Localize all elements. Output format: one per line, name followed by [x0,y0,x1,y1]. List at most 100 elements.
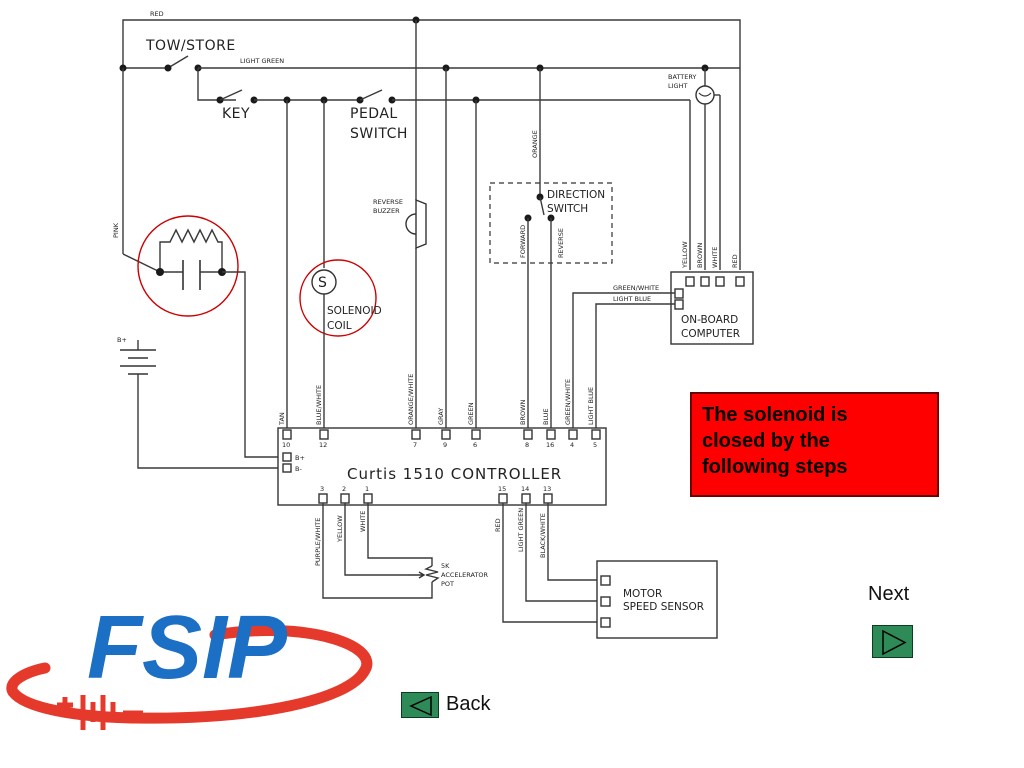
controller-pin [568,429,578,440]
wire-label: YELLOW [336,515,344,543]
label-pot-2: ACCELERATOR [441,571,489,579]
controller-pin [441,429,451,440]
label-light-green-top: LIGHT GREEN [240,57,284,65]
wire-label: GREEN [467,402,475,425]
pin-number: 1 [365,485,369,493]
pin-number: 12 [319,441,327,449]
pin-number: 6 [473,441,477,449]
label-b-minus: B- [295,465,302,473]
junction [156,268,164,276]
potentiometer-wiper [408,571,426,579]
wire-red-top [122,19,741,270]
back-button[interactable] [401,692,439,718]
pin-number: 16 [546,441,554,449]
pin-number: 8 [525,441,529,449]
wire-label: LIGHT GREEN [517,508,525,552]
wire-pink [122,253,161,273]
pin-number: 4 [570,441,574,449]
curtis-controller [277,427,607,506]
label-solenoid-2: COIL [327,320,352,332]
wire-white [367,503,433,566]
controller-pin [498,493,508,504]
callout-line: closed by the [702,430,830,452]
pin-number: 3 [320,485,324,493]
controller-pin [319,429,329,440]
obc-pin [674,299,684,310]
label-reverse: REVERSE [557,228,565,258]
wire-label: ORANGE/WHITE [407,374,415,425]
label-key: KEY [222,106,250,122]
sensor-pin [600,575,611,586]
label-controller: Curtis 1510 CONTROLLER [347,465,562,483]
controller-pin [543,493,553,504]
logo-swoosh [6,624,373,724]
label-obc-yellow: YELLOW [681,241,689,269]
sensor-pin [600,617,611,628]
label-on-board-2: COMPUTER [681,328,740,340]
play-right-icon [882,629,907,656]
battery-light-filament [698,92,712,97]
wire-label: BROWN [519,399,527,425]
buzzer-cone [405,213,417,235]
solenoid-callout: The solenoid is closed by the following … [690,392,939,497]
label-b-plus: B+ [295,454,305,462]
wire-label: TAN [278,412,286,426]
obc-pin [674,288,684,299]
wire-label: WHITE [359,511,367,532]
label-obc-red: RED [731,254,739,268]
switch-key [219,89,243,101]
label-light-blue-obc: LIGHT BLUE [613,295,651,303]
label-solenoid-1: SOLENOID [327,305,382,317]
wire-purple-white [322,503,433,599]
wire-light-blue [595,303,675,430]
label-obc-white: WHITE [711,247,719,268]
pin-number: 10 [282,441,290,449]
wire-label: LIGHT BLUE [587,387,595,425]
label-battery-light-2: LIGHT [668,82,687,90]
label-pedal-1: PEDAL [350,106,398,122]
wire-light-green-sensor [525,503,600,602]
pin-number: 7 [413,441,417,449]
controller-pin [411,429,421,440]
label-direction-1: DIRECTION [547,189,605,201]
pin-number: 2 [342,485,346,493]
potentiometer-icon [423,565,440,583]
obc-pin [715,276,725,287]
label-green-white-obc: GREEN/WHITE [613,284,659,292]
resistor-icon [159,228,223,272]
label-pot-1: 5K [441,562,450,570]
label-obc-brown: BROWN [696,242,704,268]
label-forward: FORWARD [519,225,527,258]
buzzer-icon [415,198,427,250]
label-motor-2: SPEED SENSOR [623,601,704,613]
back-label: Back [446,693,491,715]
switch-pedal [359,89,383,101]
highlight-circle-solenoid-contacts [137,215,239,317]
label-orange: ORANGE [531,130,539,158]
wire-label: BLUE/WHITE [315,385,323,425]
switch-direction [539,196,545,216]
obc-pin [685,276,695,287]
label-pot-3: POT [441,580,454,588]
wire-red-sensor [502,503,600,623]
controller-pin-b-minus [282,463,292,473]
label-direction-2: SWITCH [547,203,588,215]
obc-pin [735,276,745,287]
label-tow-store: TOW/STORE [145,38,236,54]
pin-number: 15 [498,485,506,493]
battery-light-icon [695,85,715,105]
controller-pin [546,429,556,440]
label-solenoid-symbol: S [318,275,327,291]
next-button[interactable] [872,625,913,658]
label-battery-bplus: B+ [117,336,127,344]
logo-text: FSIP [87,600,288,698]
label-red-top: RED [150,10,164,18]
wire-yellow [344,503,408,576]
label-battery-light-1: BATTERY [668,73,696,81]
wire-label: BLACK/WHITE [539,513,547,558]
obc-pin [700,276,710,287]
wire-label: PURPLE/WHITE [314,518,322,566]
play-left-icon [409,695,432,717]
wire-label: GRAY [437,408,445,425]
callout-line: The solenoid is [702,404,848,426]
